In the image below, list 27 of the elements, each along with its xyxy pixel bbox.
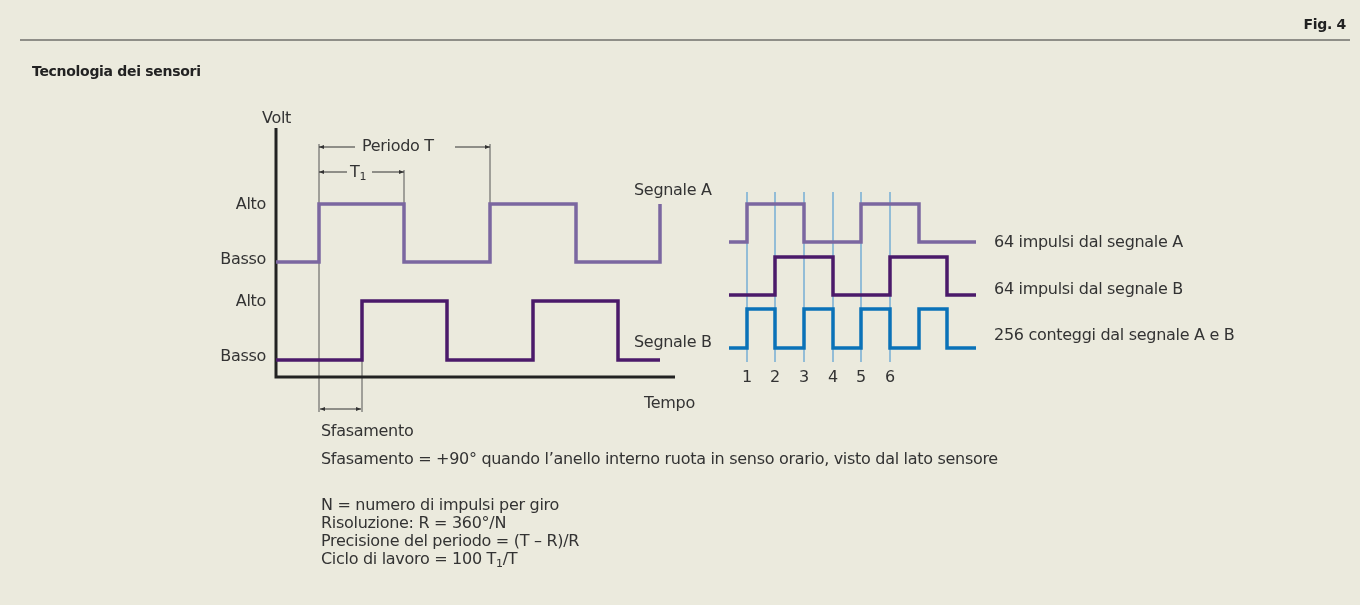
formula: N = numero di impulsi per giro: [321, 495, 559, 514]
tick-label: 4: [827, 367, 839, 386]
tick-label: 2: [769, 367, 781, 386]
signal-label: 256 conteggi dal segnale A e B: [994, 325, 1235, 344]
axis-label: Volt: [262, 108, 291, 127]
signal-label: 64 impulsi dal segnale B: [994, 279, 1183, 298]
formula: Risoluzione: R = 360°/N: [321, 513, 507, 532]
tick-label: 1: [741, 367, 753, 386]
figure-number: Fig. 4: [1302, 15, 1346, 34]
level-label: Alto: [234, 291, 266, 310]
level-label: Alto: [234, 194, 266, 213]
signal-label: Segnale B: [634, 332, 712, 351]
signal-label: Segnale A: [634, 180, 712, 199]
note: Sfasamento = +90° quando l’anello interno ruota in senso orario, visto dal lato sensore: [321, 449, 998, 468]
formula: Precisione del periodo = (T – R)/R: [321, 531, 580, 550]
axis-label: Tempo: [644, 393, 695, 412]
level-label: Basso: [219, 249, 266, 268]
dimension-label: T$_{1}$: [350, 162, 367, 181]
tick-label: 6: [884, 367, 896, 386]
signal-label: 64 impulsi dal segnale A: [994, 232, 1183, 251]
tick-label: 3: [798, 367, 810, 386]
tick-label: 5: [855, 367, 867, 386]
figure-title: Tecnologia dei sensori: [32, 62, 201, 81]
formula: Ciclo di lavoro = 100 T$_{1}$/T: [321, 549, 518, 568]
dimension-label: Sfasamento: [321, 421, 414, 440]
dimension-label: Periodo T: [362, 136, 434, 155]
level-label: Basso: [219, 346, 266, 365]
